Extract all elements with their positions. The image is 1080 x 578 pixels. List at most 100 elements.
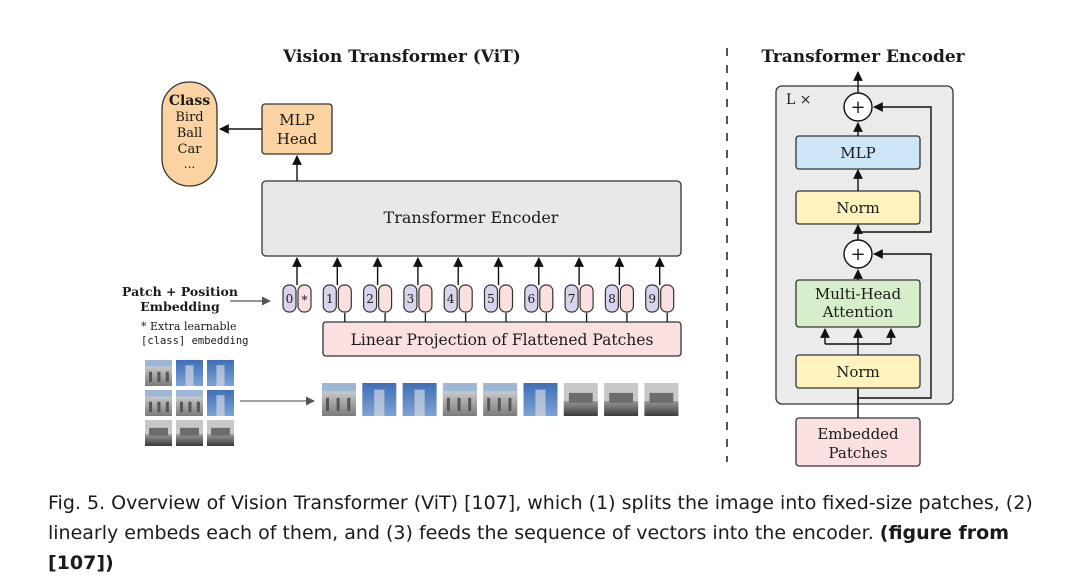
norm-top-box: Norm (795, 190, 921, 225)
position-index: 1 (326, 292, 334, 306)
repeat-label: L × (786, 92, 811, 108)
class-embedding-note: [class] embedding (141, 335, 248, 347)
transformer-encoder-box: Transformer Encoder (261, 180, 682, 257)
position-index: 6 (527, 292, 535, 306)
source-patch (176, 390, 203, 416)
patch-image-1 (322, 383, 356, 416)
caption-text: Fig. 5. Overview of Vision Transformer (… (48, 492, 1033, 544)
source-patch (145, 420, 172, 446)
patch-image-6 (523, 383, 558, 416)
patch-embedding-label: Patch + Position (122, 284, 238, 299)
position-embedding (363, 284, 378, 313)
patch-embedding-label: Embedding (140, 299, 220, 314)
extra-learnable-note: * Extra learnable (141, 320, 237, 333)
source-patch (207, 390, 234, 416)
linear-projection-box: Linear Projection of Flattened Patches (322, 321, 682, 357)
source-patch (207, 360, 234, 386)
token-1: 1 (322, 257, 352, 322)
position-index: 8 (608, 292, 616, 306)
position-index: 0 (286, 292, 294, 306)
patch-embedding (418, 284, 433, 313)
class-item: ... (184, 157, 195, 171)
class-item: Car (178, 142, 203, 157)
position-index: 5 (487, 292, 495, 306)
position-index: 7 (568, 292, 576, 306)
token-5: 5 (483, 257, 514, 322)
patch-image-2 (362, 383, 397, 416)
flattened-patch-row (322, 383, 679, 416)
position-embedding (443, 284, 458, 313)
patch-image-4 (442, 383, 477, 416)
norm-bottom-box: Norm (795, 354, 921, 389)
class-output-box: Class Bird Ball Car ... (161, 81, 218, 187)
token-2: 2 (363, 257, 393, 322)
add-node-1: + (843, 239, 873, 269)
mlp-head-box: MLP Head (261, 103, 333, 155)
linear-projection-label: Linear Projection of Flattened Patches (351, 331, 654, 349)
patch-embedding (337, 284, 352, 313)
multi-head-attention-box: Multi-Head Attention (795, 279, 921, 328)
token-7: 7 (564, 257, 594, 322)
mlp-head-line: Head (277, 130, 318, 148)
patch-image-5 (483, 383, 518, 416)
patch-embedding (458, 284, 473, 313)
mlp-box: MLP (795, 135, 921, 170)
position-embedding (524, 284, 539, 313)
patch-embedding (660, 284, 675, 313)
class-item: Bird (175, 110, 203, 125)
token-0: 0* (282, 257, 312, 313)
mha-line: Attention (822, 303, 894, 321)
source-patch (176, 420, 203, 446)
residual-connection-1 (858, 249, 932, 399)
source-image-grid (145, 360, 234, 446)
position-index: 9 (648, 292, 656, 306)
embedded-patches-line: Patches (828, 444, 887, 462)
patch-image-3 (402, 383, 437, 416)
patch-image-9 (644, 383, 679, 416)
position-embedding (645, 284, 660, 313)
caption-source: (figure from [107]) (48, 522, 1010, 574)
patch-embedding (579, 284, 594, 313)
source-patch (176, 360, 203, 386)
patch-embedding (498, 284, 514, 313)
class-item: Ball (177, 126, 203, 141)
position-embedding (604, 284, 620, 313)
patch-image-7 (563, 383, 598, 416)
position-index: 3 (407, 292, 415, 306)
figure-caption: Fig. 5. Overview of Vision Transformer (… (48, 488, 1048, 578)
transformer-encoder-label: Transformer Encoder (384, 208, 559, 227)
patch-embedding (378, 284, 393, 313)
mlp-head-line: MLP (279, 111, 314, 129)
position-embedding (564, 284, 579, 313)
position-embedding (483, 284, 499, 313)
token-4: 4 (443, 257, 473, 322)
add-symbol: + (850, 97, 865, 118)
patch-image-8 (604, 383, 639, 416)
vit-title: Vision Transformer (ViT) (282, 47, 521, 67)
position-index: 2 (366, 292, 374, 306)
embedded-patches-box: Embedded Patches (795, 417, 921, 467)
embedded-patches-line: Embedded (817, 425, 899, 443)
class-title: Class (169, 93, 210, 109)
source-patch (145, 390, 172, 416)
mha-line: Multi-Head (815, 285, 902, 303)
mlp-label: MLP (840, 144, 875, 162)
position-index: 4 (447, 292, 455, 306)
encoder-title: Transformer Encoder (761, 47, 965, 67)
token-9: 9 (645, 257, 675, 322)
patch-embedding (619, 284, 635, 313)
source-patch (207, 420, 234, 446)
source-patch (145, 360, 172, 386)
token-8: 8 (604, 257, 635, 322)
add-node-2: + (843, 92, 873, 122)
residual-connection-2 (858, 102, 932, 233)
norm-top-label: Norm (836, 199, 880, 217)
norm-bottom-label: Norm (836, 363, 880, 381)
position-embedding (282, 284, 297, 313)
class-token-marker: * (302, 293, 308, 307)
patch-embedding (297, 284, 312, 313)
position-embedding (403, 284, 418, 313)
add-symbol: + (850, 244, 865, 265)
